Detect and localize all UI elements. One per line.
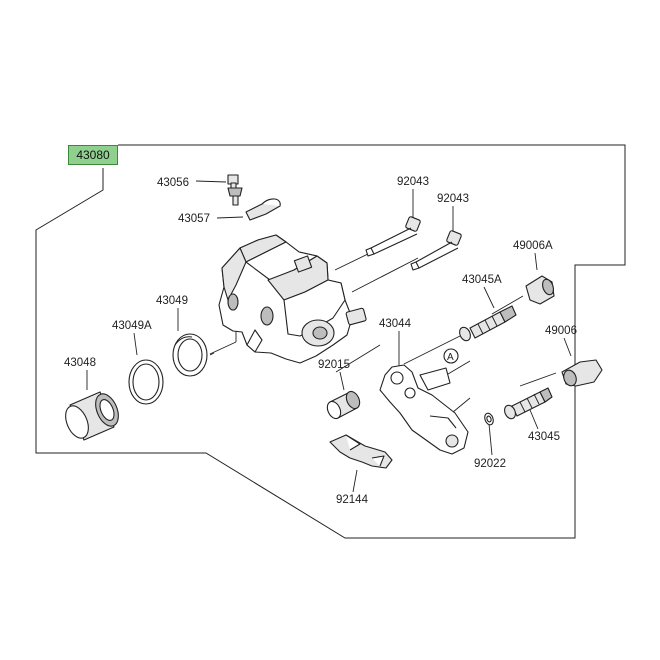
clip-43057 [245,198,281,221]
label-92043-b: 92043 [437,193,469,205]
assembly-number-badge[interactable]: 43080 [68,145,118,165]
label-92015: 92015 [318,359,350,371]
label-43044: 43044 [379,318,412,330]
slide-pin-43045A [459,305,517,342]
label-43057: 43057 [178,213,210,225]
piston-43048 [65,391,119,441]
leader-lines [86,180,572,493]
bleeder-screw-43056 [227,174,243,206]
reference-marker-letter: A [447,352,454,363]
washer-92022 [484,412,494,426]
sleeve-92015 [326,390,361,420]
label-92022: 92022 [474,458,506,470]
label-43056: 43056 [157,177,189,189]
label-43049A: 43049A [112,320,152,332]
label-43045: 43045 [528,431,560,443]
seal-43049 [172,333,208,377]
assembly-frame [35,144,626,539]
assembly-axis-lines [209,252,557,418]
boot-49006 [561,359,603,387]
pin-92043-b [410,230,462,271]
label-49006A: 49006A [513,240,553,252]
pin-92043-a [365,216,421,257]
boot-49006A [525,275,555,305]
label-49006: 49006 [545,325,577,337]
seal-43049A [128,359,164,405]
label-92043-a: 92043 [397,176,429,188]
bracket-43044 [379,364,469,455]
label-43048: 43048 [64,357,96,369]
label-92144: 92144 [336,494,369,506]
caliper-body [218,234,367,364]
reference-marker-a: A [443,348,459,364]
label-43049: 43049 [156,295,188,307]
label-43045A: 43045A [462,274,502,286]
slide-pin-43045 [504,387,553,420]
pad-spring-92144 [329,434,393,469]
